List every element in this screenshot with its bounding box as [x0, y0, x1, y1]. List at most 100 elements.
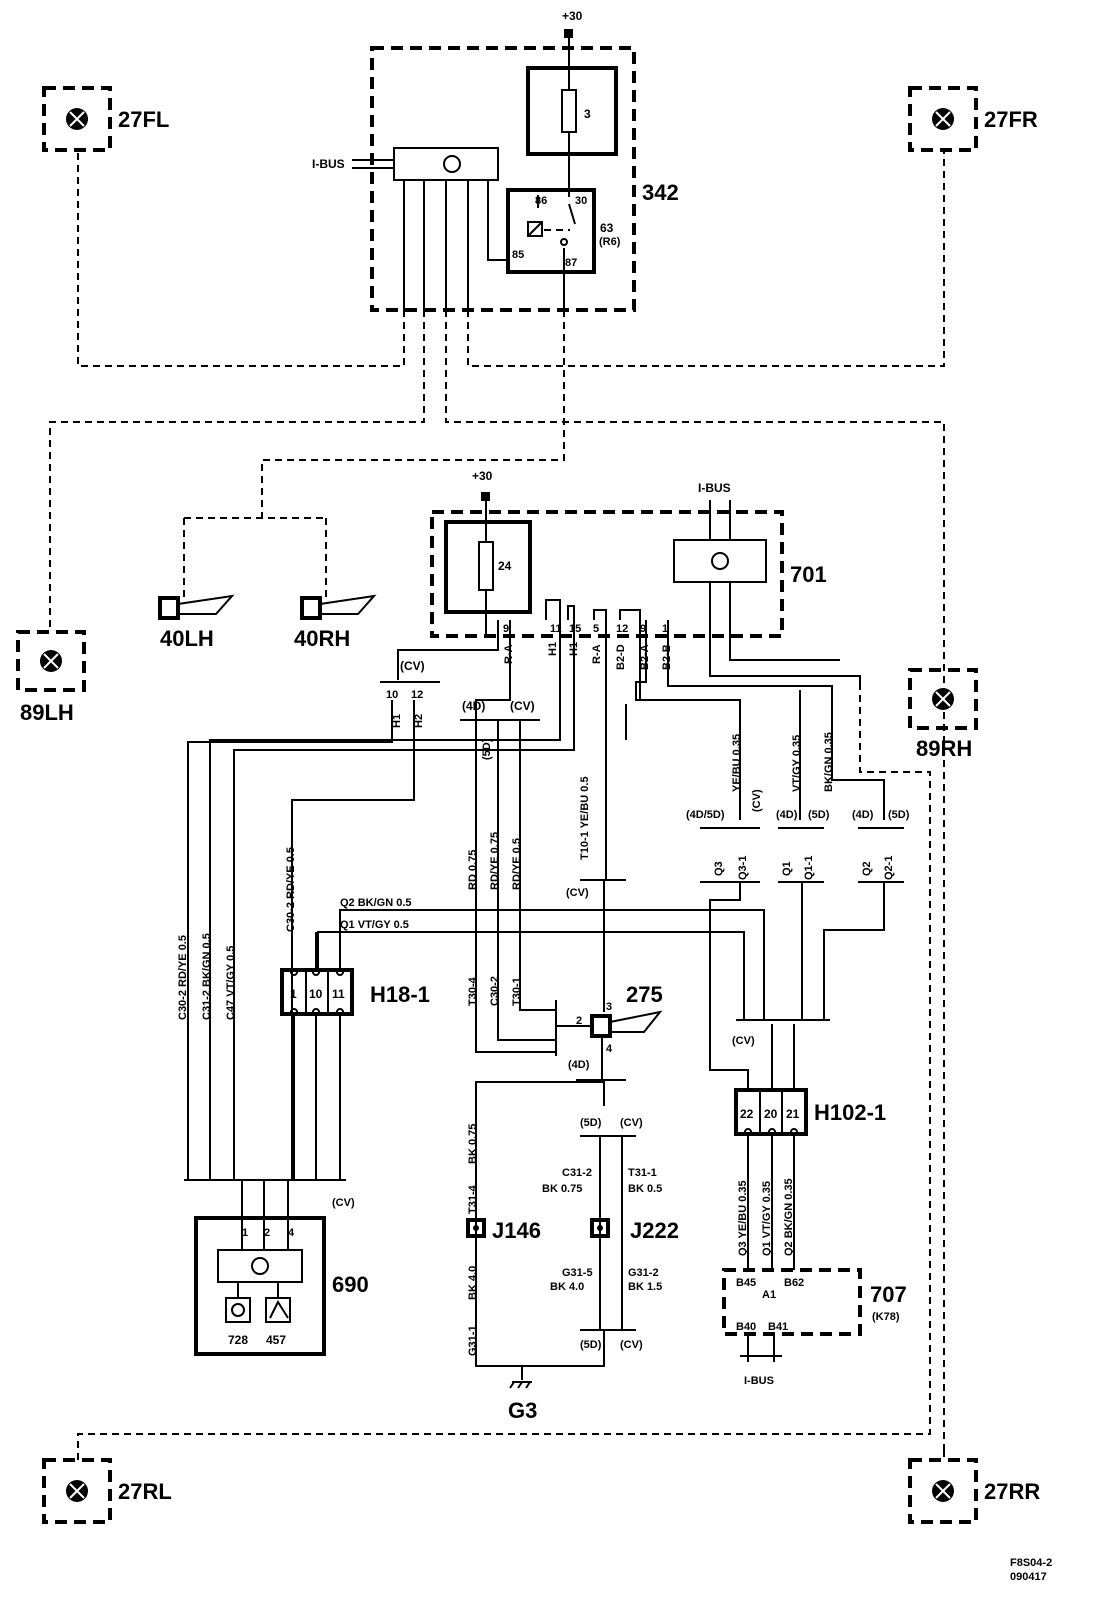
wire-c47: C47 VT/GY 0.5 — [225, 946, 237, 1020]
cv-label-1: (CV) — [400, 659, 425, 673]
j146-label: J146 — [492, 1218, 541, 1243]
relay-63-label: 63 — [600, 221, 614, 235]
pin-1: 1 — [662, 623, 668, 635]
lamp-89lh-label: 89LH — [20, 700, 74, 725]
horn-40rh — [300, 594, 377, 620]
wire-q1-vtgy-05: Q1 VT/GY 0.5 — [340, 919, 409, 931]
wire-g31-5: G31-5 — [562, 1267, 593, 1279]
fuse-box-3 — [526, 66, 618, 156]
cv-label-2: (CV) — [510, 699, 535, 713]
h18-pin-1: 1 — [290, 987, 297, 1001]
ground-g3-label: G3 — [508, 1398, 537, 1423]
conn-5d-4: (5D) — [580, 1117, 602, 1129]
wire-q3-yebu-035: Q3 YE/BU 0.35 — [737, 1180, 749, 1256]
pin-15: 15 — [569, 623, 581, 635]
q1-1: Q1-1 — [803, 856, 815, 880]
lamp-27fr — [908, 86, 978, 152]
horn-pin-3: 3 — [606, 1001, 612, 1013]
wire-bk-40: BK 4.0 — [467, 1266, 479, 1300]
relay-r6-label: (R6) — [599, 236, 621, 248]
pin-10: 10 — [386, 689, 398, 701]
q2-1: Q2-1 — [883, 856, 895, 880]
lamp-27fl-label: 27FL — [118, 107, 169, 132]
wire-t30-4: T30-4 — [467, 976, 479, 1006]
conn-5d-5: (5D) — [580, 1339, 602, 1351]
wire-g31-2-gauge: BK 1.5 — [628, 1281, 662, 1293]
wire-rd-075: RD 0.75 — [467, 850, 479, 890]
lamp-89lh — [16, 630, 86, 692]
horn-275 — [590, 1010, 663, 1038]
wire-t10-1: T10-1 YE/BU 0.5 — [579, 776, 591, 860]
horn-40lh-label: 40LH — [160, 626, 214, 651]
relay-63 — [506, 188, 596, 274]
q3-a: Q3 — [713, 861, 725, 876]
wire-h2: H2 — [413, 714, 425, 728]
wire-bkgn-035: BK/GN 0.35 — [823, 732, 835, 792]
h102-1-label: H102-1 — [814, 1100, 886, 1125]
wire-rdye-05: RD/YE 0.5 — [511, 838, 523, 890]
lamp-27rr-label: 27RR — [984, 1479, 1040, 1504]
plus30-mid-label: +30 — [472, 469, 493, 483]
cv-label-4: (CV) — [732, 1035, 755, 1047]
wire-b2d: B2-D — [615, 644, 627, 670]
horn-40rh-label: 40RH — [294, 626, 350, 651]
wire-c31-2-gauge: BK 0.75 — [542, 1183, 582, 1195]
module-690-box — [194, 1216, 326, 1356]
sensor-457-label: 457 — [266, 1333, 286, 1347]
wire-rdye-075: RD/YE 0.75 — [489, 832, 501, 890]
horn-40lh — [158, 594, 235, 620]
wire-g31-1: G31-1 — [467, 1325, 479, 1356]
wire-h1-a: H1 — [547, 642, 559, 656]
lamp-27rr — [908, 1458, 978, 1524]
lamp-27fl — [42, 86, 112, 152]
h18-1-label: H18-1 — [370, 982, 430, 1007]
wire-ra-2: R-A — [591, 644, 603, 664]
h102-pin-21: 21 — [786, 1107, 800, 1121]
690-pin-2: 2 — [264, 1227, 270, 1239]
module-690-label: 690 — [332, 1272, 369, 1297]
module-707-label: 707 — [870, 1282, 907, 1307]
conn-5d-1: (5D) — [481, 738, 493, 760]
h102-pin-22: 22 — [740, 1107, 754, 1121]
relay-pin-85: 85 — [512, 249, 524, 261]
lamp-27rl — [42, 1458, 112, 1524]
pin-5: 5 — [593, 623, 599, 635]
module-342-label: 342 — [642, 180, 679, 205]
reference-date: 090417 — [1010, 1571, 1047, 1583]
cv-label-8: (CV) — [332, 1197, 355, 1209]
conn-4d-4: (4D) — [568, 1059, 590, 1071]
wire-g31-2: G31-2 — [628, 1267, 659, 1279]
cv-label-3: (CV) — [751, 789, 763, 812]
pin-12: 12 — [616, 623, 628, 635]
lamp-27fr-label: 27FR — [984, 107, 1038, 132]
wire-c31-2-left: C31-2 BK/GN 0.5 — [201, 933, 213, 1020]
h18-pin-11: 11 — [332, 987, 345, 1001]
pin-b41: B41 — [768, 1321, 788, 1333]
wire-g31-5-gauge: BK 4.0 — [550, 1281, 584, 1293]
pin-9a: 9 — [503, 623, 509, 635]
relay-pin-30: 30 — [575, 195, 587, 207]
conn-4d-1: (4D) — [462, 699, 485, 713]
lamp-89rh — [908, 668, 978, 730]
pin-12b: 12 — [411, 689, 423, 701]
690-pin-4: 4 — [288, 1227, 295, 1239]
relay-pin-87: 87 — [565, 257, 577, 269]
wire-q1-vtgy-035: Q1 VT/GY 0.35 — [761, 1181, 773, 1256]
wire-vtgy-035: VT/GY 0.35 — [791, 735, 803, 792]
wire-c30-2-h18: C30-2 RD/YE 0.5 — [285, 847, 297, 932]
junction-j146 — [466, 1218, 486, 1238]
690-pin-1: 1 — [242, 1227, 248, 1239]
lamp-89rh-label: 89RH — [916, 736, 972, 761]
lamp-27rl-label: 27RL — [118, 1479, 172, 1504]
cv-label-6: (CV) — [620, 1117, 643, 1129]
ibus-bottom-label: I-BUS — [744, 1375, 774, 1387]
q1-a: Q1 — [781, 861, 793, 876]
h102-pin-20: 20 — [764, 1107, 778, 1121]
plus30-top-label: +30 — [562, 9, 583, 23]
module-k78-label: (K78) — [872, 1311, 900, 1323]
sensor-728-label: 728 — [228, 1333, 248, 1347]
q2-a: Q2 — [861, 861, 873, 876]
wire-t30-1: T30-1 — [511, 977, 523, 1006]
conn-5d-3: (5D) — [888, 809, 910, 821]
